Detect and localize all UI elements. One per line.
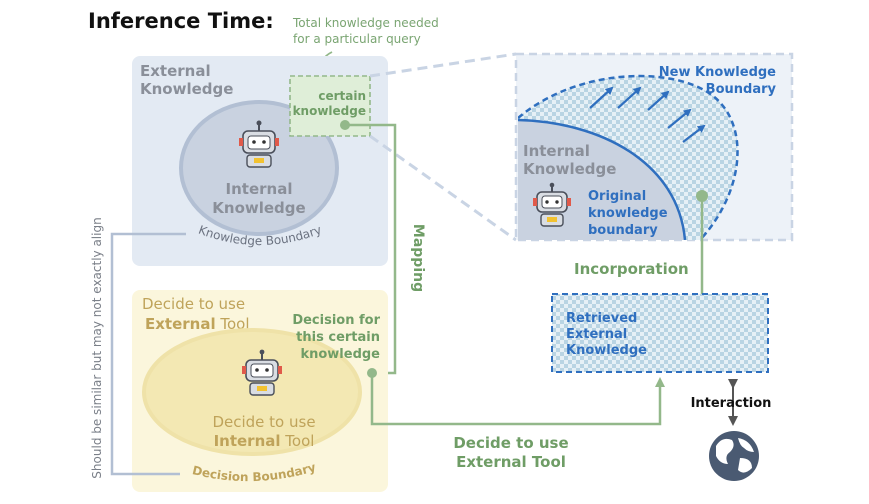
decide-external-line-1: Decide to use [142, 295, 245, 313]
internal-knowledge-label-1: Internal [226, 180, 293, 198]
certain-knowledge-label-2: knowledge [293, 104, 366, 118]
decision-dot [367, 368, 377, 378]
retrieved-label-2: External [566, 327, 627, 342]
expansion-arrow-1 [589, 86, 614, 109]
new-boundary-label-2: Boundary [706, 82, 777, 97]
note-line-2: for a particular query [293, 32, 421, 46]
original-boundary-label-3: boundary [588, 223, 658, 238]
original-boundary-label-2: knowledge [588, 206, 668, 221]
incorporation-label: Incorporation [574, 260, 689, 278]
zoom-internal-label-2: Knowledge [523, 160, 616, 178]
expansion-arrow-5 [682, 124, 706, 143]
robot-icon [242, 349, 282, 396]
decision-for-line-1: Decision for [292, 313, 380, 328]
robot-icon [239, 120, 279, 168]
decision-for-line-3: knowledge [300, 347, 380, 362]
zoom-line-bottom [369, 134, 517, 242]
expansion-arrow-3 [647, 90, 670, 111]
note-line-1: Total knowledge needed [292, 16, 439, 30]
interaction-label: Interaction [691, 396, 772, 411]
external-knowledge-title-1: External [140, 62, 211, 80]
decision-for-line-2: this certain [296, 330, 380, 345]
page-title: Inference Time: [88, 9, 274, 33]
certain-knowledge-label-1: certain [318, 89, 366, 103]
internal-knowledge-label-2: Knowledge [212, 199, 305, 217]
expansion-arrow-2 [617, 86, 642, 109]
decide-internal-line-1: Decide to use [212, 413, 315, 431]
alignment-note: Should be similar but may not exactly al… [90, 217, 104, 478]
retrieved-label-1: Retrieved [566, 311, 637, 326]
expansion-arrow-4 [667, 108, 692, 129]
decide-internal-line-2: Internal Tool [214, 432, 315, 450]
incorporation-dot-top [696, 190, 708, 202]
zoom-internal-label-1: Internal [523, 142, 590, 160]
retrieved-label-3: Knowledge [566, 343, 647, 358]
mapping-label: Mapping [410, 224, 426, 292]
original-knowledge-boundary [518, 118, 687, 240]
external-knowledge-title-2: Knowledge [140, 80, 233, 98]
robot-icon [533, 182, 571, 227]
alignment-bracket [110, 232, 186, 476]
new-knowledge-boundary [518, 74, 739, 240]
decide-external-label-2: External Tool [456, 453, 566, 471]
expansion-arrows [589, 86, 706, 143]
retrieved-knowledge-box [551, 293, 769, 373]
zoom-line-top [369, 52, 517, 78]
globe-icon [709, 431, 759, 481]
original-boundary-label-1: Original [588, 189, 646, 204]
decide-external-connector [370, 373, 665, 426]
new-boundary-label-1: New Knowledge [659, 65, 776, 80]
decide-external-label-1: Decide to use [453, 434, 568, 452]
